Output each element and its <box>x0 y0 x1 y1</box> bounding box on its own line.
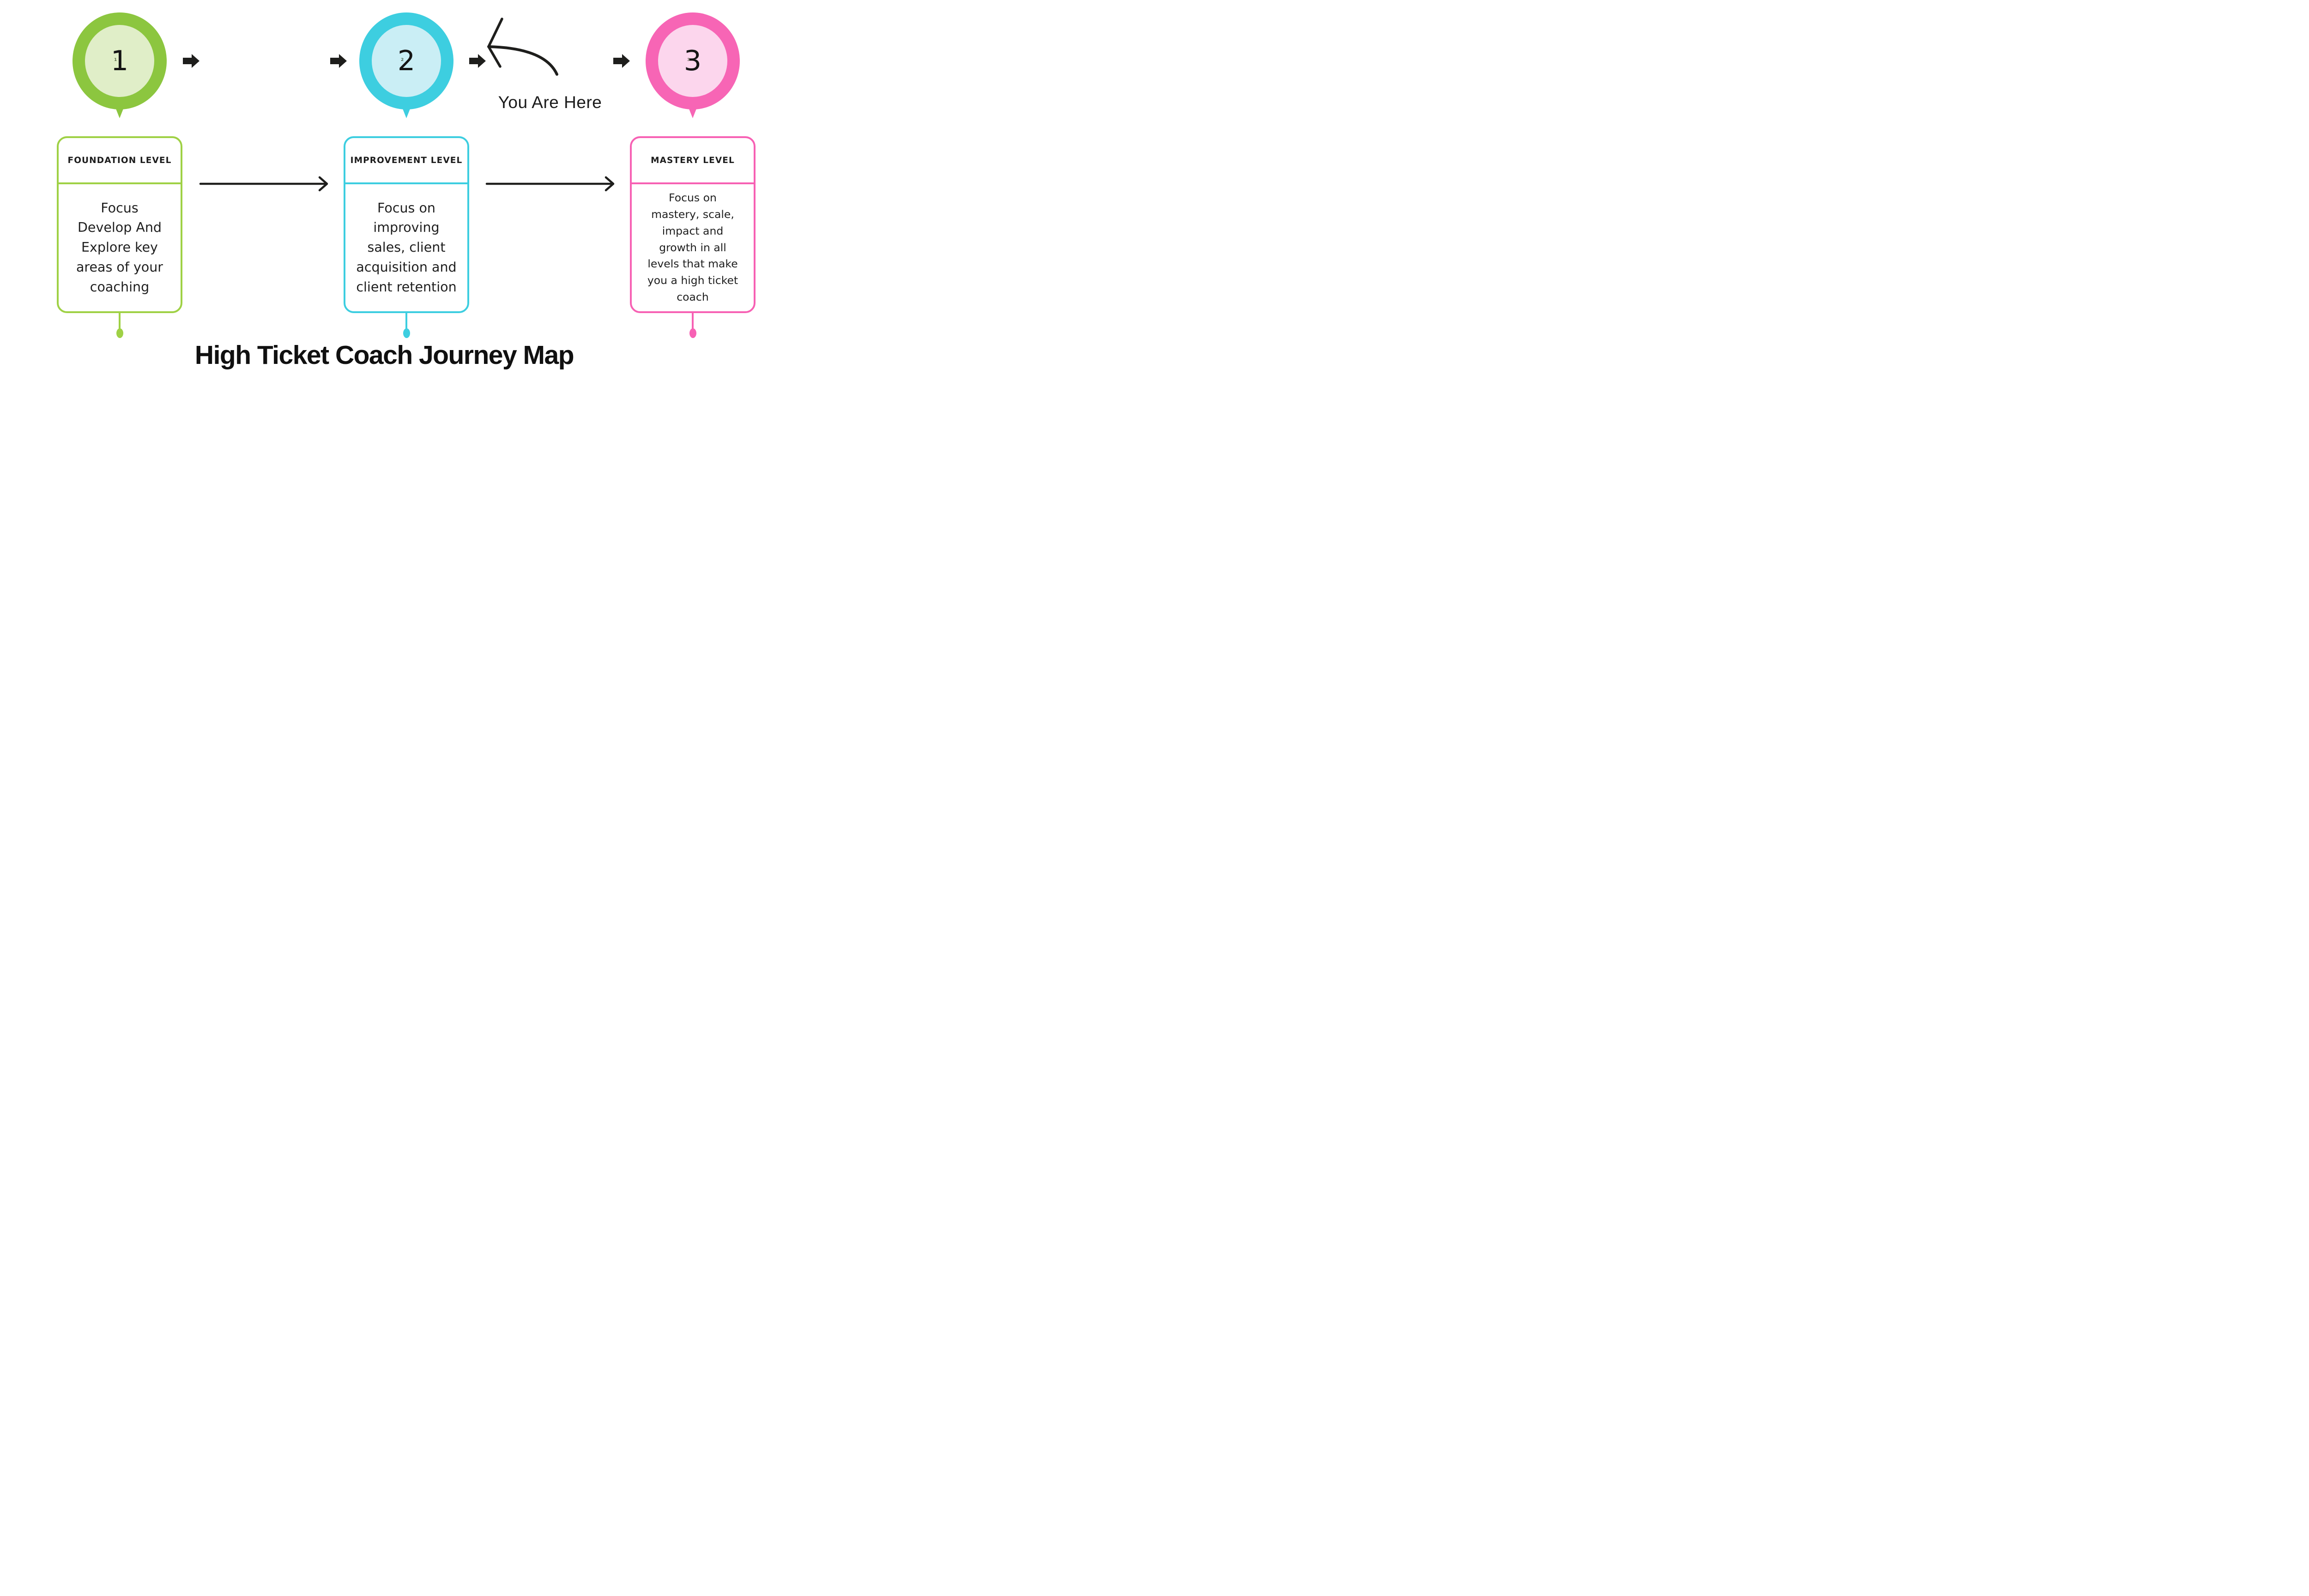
tiny-number-artifact: 2 <box>401 57 404 62</box>
step-number: 3 <box>683 45 702 77</box>
level-description: Focus Develop And Explore key areas of y… <box>76 200 163 295</box>
level-card-mastery: MASTERY LEVEL Focus on mastery, scale, i… <box>630 136 756 313</box>
level-card-foundation: FOUNDATION LEVEL Focus Develop And Explo… <box>57 136 182 313</box>
connector-dot <box>403 328 410 338</box>
journey-map-canvas: 1 1 FOUNDATION LEVEL Focus Develop And E… <box>0 0 798 399</box>
level-card-improvement: IMPROVEMENT LEVEL Focus on improving sal… <box>344 136 469 313</box>
pin-ring: 1 1 <box>73 12 167 109</box>
level-card-title: MASTERY LEVEL <box>632 138 754 184</box>
step-column-mastery: 3 3 MASTERY LEVEL Focus on mastery, scal… <box>630 0 756 399</box>
connector-dot <box>689 328 696 338</box>
connector-stem <box>692 313 694 330</box>
arrow-right-icon <box>330 54 347 68</box>
step-number: 1 <box>110 45 129 77</box>
arrow-right-icon <box>183 54 199 68</box>
flow-arrow-icon <box>485 176 615 192</box>
pin-inner-circle: 3 3 <box>658 25 727 97</box>
level-card-title: FOUNDATION LEVEL <box>59 138 181 184</box>
step-number: 2 <box>397 45 416 77</box>
level-card-body: Focus Develop And Explore key areas of y… <box>59 184 181 311</box>
level-card-title: IMPROVEMENT LEVEL <box>345 138 467 184</box>
pin-inner-circle: 2 2 <box>372 25 441 97</box>
you-are-here-label: You Are Here <box>498 93 602 112</box>
level-card-body: Focus on improving sales, client acquisi… <box>345 184 467 311</box>
arrow-right-icon <box>613 54 630 68</box>
tiny-number-artifact: 1 <box>114 57 117 62</box>
pin-ring: 3 3 <box>646 12 740 109</box>
connector-stem <box>405 313 407 330</box>
level-description: Focus on mastery, scale, impact and grow… <box>647 191 738 303</box>
connector-dot <box>116 328 123 338</box>
step-column-improvement: 2 2 IMPROVEMENT LEVEL Focus on improving… <box>344 0 469 399</box>
tiny-number-artifact: 3 <box>687 57 690 62</box>
arrow-right-icon <box>469 54 486 68</box>
pin-ring: 2 2 <box>359 12 453 109</box>
pin-inner-circle: 1 1 <box>85 25 154 97</box>
connector-stem <box>119 313 121 330</box>
level-description: Focus on improving sales, client acquisi… <box>356 200 457 295</box>
step-column-foundation: 1 1 FOUNDATION LEVEL Focus Develop And E… <box>57 0 182 399</box>
curved-arrow-icon <box>487 18 558 76</box>
page-title: High Ticket Coach Journey Map <box>194 340 574 370</box>
level-card-body: Focus on mastery, scale, impact and grow… <box>632 184 754 311</box>
flow-arrow-icon <box>199 176 328 192</box>
